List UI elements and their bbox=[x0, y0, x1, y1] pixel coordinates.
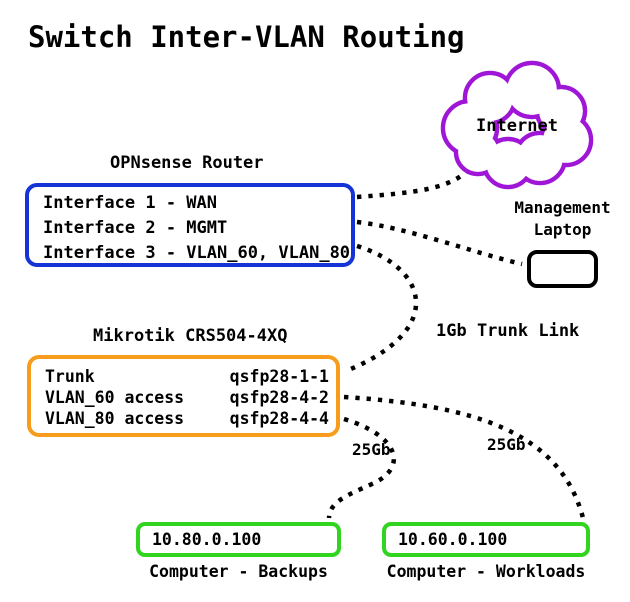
trunk-link-label: 1Gb Trunk Link bbox=[436, 321, 580, 341]
switch-port-row: Trunk qsfp28-1-1 bbox=[45, 366, 329, 387]
backups-ip: 10.80.0.100 bbox=[152, 530, 262, 549]
switch-row-name: VLAN_80 access bbox=[45, 409, 185, 428]
management-laptop-label: Management Laptop bbox=[514, 198, 611, 239]
opnsense-router-box: Interface 1 - WAN Interface 2 - MGMT Int… bbox=[25, 183, 355, 267]
switch-port-row: VLAN_80 access qsfp28-4-4 bbox=[45, 408, 329, 429]
trunk-link-line bbox=[345, 243, 419, 374]
switch-row-name: Trunk bbox=[45, 367, 95, 386]
computer-workloads-label: Computer - Workloads bbox=[386, 562, 586, 581]
management-laptop-box bbox=[527, 250, 598, 288]
computer-backups-label: Computer - Backups bbox=[149, 562, 328, 581]
router-interface-row: Interface 2 - MGMT bbox=[43, 218, 228, 238]
wan-to-internet-line bbox=[356, 163, 474, 200]
vlan80-access-line bbox=[326, 416, 397, 519]
switch-row-name: VLAN_60 access bbox=[45, 388, 185, 407]
workloads-link-speed-label: 25Gb bbox=[487, 435, 526, 454]
vlan60-access-line bbox=[343, 394, 586, 519]
router-interface-row: Interface 3 - VLAN_60, VLAN_80 bbox=[43, 243, 351, 263]
page-title: Switch Inter-VLAN Routing bbox=[28, 20, 465, 54]
switch-row-port: qsfp28-1-1 bbox=[229, 367, 329, 386]
switch-port-row: VLAN_60 access qsfp28-4-2 bbox=[45, 387, 329, 408]
mikrotik-switch-box: Trunk qsfp28-1-1 VLAN_60 access qsfp28-4… bbox=[27, 355, 340, 437]
backups-link-speed-label: 25Gb bbox=[352, 440, 391, 459]
internet-label: Internet bbox=[476, 116, 558, 136]
switch-row-port: qsfp28-4-2 bbox=[229, 388, 329, 407]
internet-cloud bbox=[440, 60, 594, 190]
switch-label: Mikrotik CRS504-4XQ bbox=[93, 326, 288, 346]
router-interface-row: Interface 1 - WAN bbox=[43, 193, 217, 213]
mgmt-to-laptop-line bbox=[356, 219, 523, 267]
switch-row-port: qsfp28-4-4 bbox=[229, 409, 329, 428]
computer-workloads-box: 10.60.0.100 bbox=[382, 522, 590, 557]
router-label: OPNsense Router bbox=[110, 153, 264, 173]
workloads-ip: 10.60.0.100 bbox=[398, 530, 508, 549]
computer-backups-box: 10.80.0.100 bbox=[136, 522, 341, 557]
internet-cloud-fill bbox=[445, 65, 589, 185]
